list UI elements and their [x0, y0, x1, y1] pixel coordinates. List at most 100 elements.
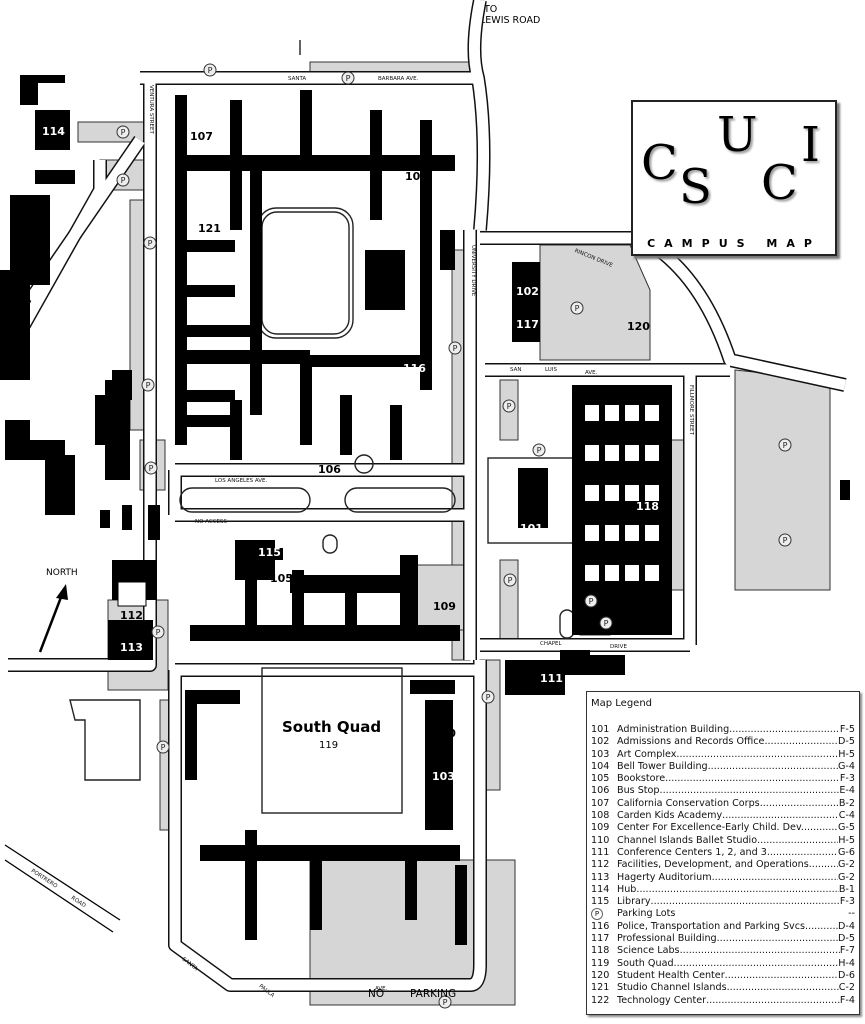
building-117-label[interactable]: 117	[516, 318, 539, 331]
parking-icon[interactable]: P	[141, 378, 155, 392]
legend-number: 119	[591, 957, 610, 969]
building-109-label[interactable]: 109	[433, 600, 456, 613]
leader-dots	[651, 896, 840, 908]
building	[518, 468, 548, 528]
parking-icon[interactable]: P	[116, 173, 130, 187]
courtyard	[625, 445, 639, 461]
legend-item-grid: E-4	[839, 785, 855, 797]
parking-icon[interactable]: P	[116, 125, 130, 139]
building-103-label[interactable]: 103	[432, 770, 455, 783]
building	[425, 700, 453, 830]
building-113-label[interactable]: 113	[120, 641, 143, 654]
legend-item-grid: G-6	[838, 846, 855, 858]
building-108-label[interactable]: 108	[405, 170, 428, 183]
street-label-no_access: NO ACCESS	[195, 519, 228, 525]
building	[365, 250, 405, 310]
building	[405, 850, 417, 920]
legend-item-grid: H-5	[838, 834, 855, 846]
building-107-label[interactable]: 107	[190, 130, 213, 143]
courtyard	[585, 525, 599, 541]
road	[472, 77, 490, 231]
parking-icon[interactable]: P	[341, 71, 355, 85]
legend-item-number: 119	[591, 958, 617, 970]
parking-icon[interactable]: P	[778, 533, 792, 547]
legend-item-number: 109	[591, 822, 617, 834]
building-122-label[interactable]: 122	[373, 564, 396, 577]
street-label-drive: DRIVE	[610, 644, 627, 650]
legend-item-grid: D-5	[838, 736, 855, 748]
building	[572, 385, 672, 635]
leader-dots	[767, 847, 838, 859]
parking-icon[interactable]: P	[144, 461, 158, 475]
building-121-label[interactable]: 121	[198, 222, 221, 235]
building-114-label[interactable]: 114	[42, 125, 65, 138]
building	[512, 262, 540, 342]
parking-icon[interactable]: P	[570, 301, 584, 315]
courtyard	[585, 565, 599, 581]
parking-icon[interactable]: P	[481, 690, 495, 704]
leader-dots	[804, 822, 838, 834]
parking-icon[interactable]: P	[584, 594, 598, 608]
courtyard	[625, 525, 639, 541]
parking-icon[interactable]: P	[778, 438, 792, 452]
legend-item-number: 103	[591, 749, 617, 761]
parking-icon[interactable]: P	[438, 995, 452, 1009]
building-111-label[interactable]: 111	[540, 672, 563, 685]
building	[310, 860, 322, 930]
building-118-label[interactable]: 118	[636, 500, 659, 513]
building	[245, 830, 257, 940]
building-115-label[interactable]: 115	[258, 546, 281, 559]
legend-item-name: Parking Lots	[617, 908, 676, 920]
building-116-label[interactable]: 116	[403, 362, 426, 375]
svg-text:P: P	[121, 128, 126, 137]
legend-item-name: Bookstore	[617, 773, 666, 785]
parking-icon[interactable]: P	[599, 616, 613, 630]
leader-dots	[708, 761, 838, 773]
building-120-label[interactable]: 120	[627, 320, 650, 333]
logo-letter: C	[641, 135, 678, 191]
parking-icon[interactable]: P	[151, 625, 165, 639]
building-104-label[interactable]: 104	[318, 595, 341, 608]
building	[200, 845, 460, 861]
legend-item-number: 108	[591, 810, 617, 822]
parking-icon[interactable]: P	[532, 443, 546, 457]
building-105-label[interactable]: 105	[270, 572, 293, 585]
building	[175, 240, 235, 252]
legend-item: 114HubB-1	[591, 884, 855, 896]
building	[175, 285, 235, 297]
building-112-label[interactable]: 112	[120, 609, 143, 622]
building	[108, 620, 153, 660]
street-label-university: UNIVERSITY DRIVE	[470, 245, 476, 297]
building-102-label[interactable]: 102	[516, 285, 539, 298]
legend-item: 105BookstoreF-3	[591, 773, 855, 785]
parking-icon[interactable]: P	[502, 399, 516, 413]
building-110-label[interactable]: 110	[433, 727, 456, 740]
parking-icon[interactable]: P	[448, 341, 462, 355]
legend-item-grid: G-5	[838, 822, 855, 834]
parking-icon[interactable]: P	[156, 740, 170, 754]
legend-item-number: 110	[591, 835, 617, 847]
legend-item-name: Hagerty Auditorium	[617, 871, 712, 883]
parking-icon[interactable]: P	[143, 236, 157, 250]
legend-item-name: Library	[617, 896, 651, 908]
building-106-label[interactable]: 106	[318, 463, 341, 476]
street-label-ave: AVE.	[585, 370, 598, 376]
building-101-label[interactable]: 101	[520, 522, 543, 535]
street-label-fillmore: FILLMORE STREET	[688, 385, 694, 436]
legend-item-grid: C-4	[838, 810, 855, 822]
parking-icon[interactable]: P	[203, 63, 217, 77]
legend-item-name: Carden Kids Academy	[617, 810, 723, 822]
courtyard	[605, 525, 619, 541]
parking-icon[interactable]: P	[503, 573, 517, 587]
portrero-road-edge	[4, 859, 114, 933]
building	[20, 75, 65, 83]
